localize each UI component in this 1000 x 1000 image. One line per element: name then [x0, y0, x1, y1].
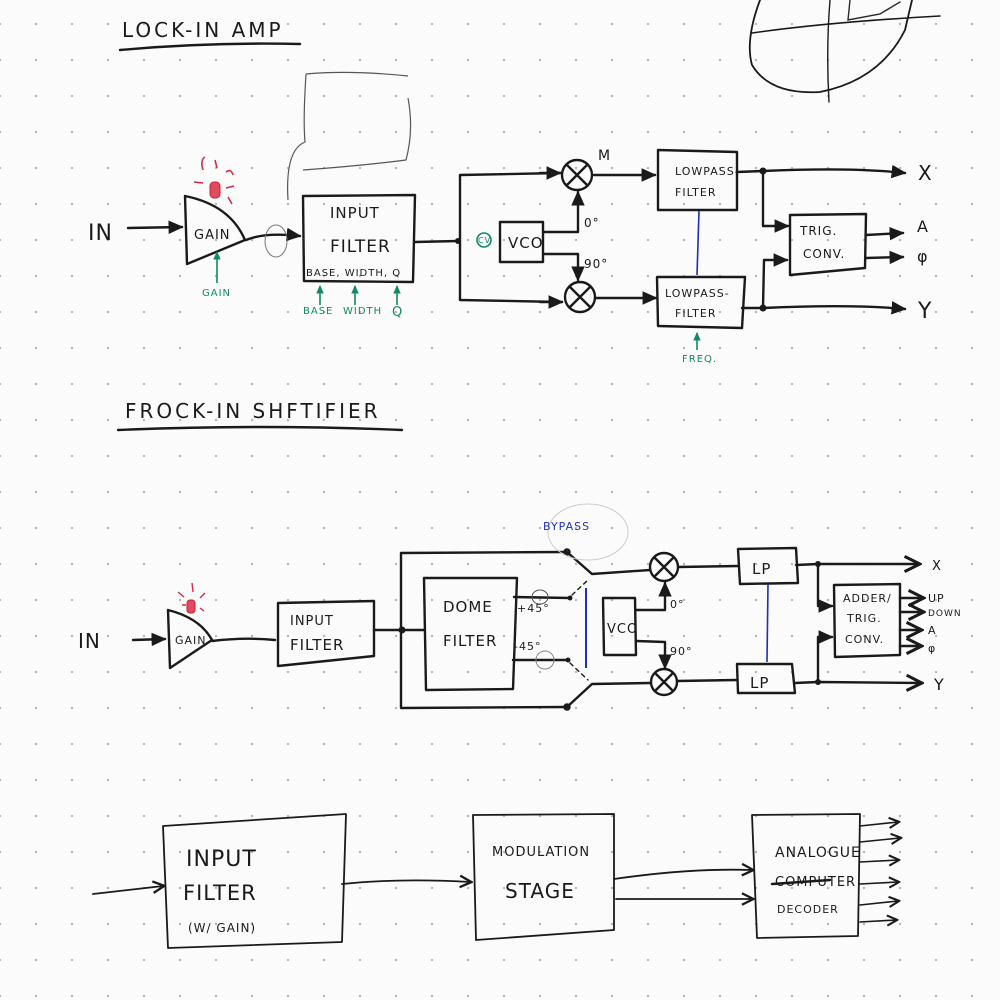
svg-text:ADDER/: ADDER/ — [843, 592, 892, 605]
input-filter-gain-block: INPUT FILTER (W/ GAIN) — [162, 813, 347, 949]
svg-text:INPUT: INPUT — [290, 614, 334, 629]
adder-trig-conv-block: ADDER/ TRIG. CONV. — [832, 582, 902, 659]
alarm-icon — [177, 582, 206, 614]
input-filter-block: INPUT FILTER — [276, 599, 376, 668]
title-underline — [118, 42, 302, 52]
filter-control-width: WIDTH — [343, 306, 382, 317]
filter-control-base: BASE — [303, 306, 333, 317]
wire-in-gain — [126, 220, 184, 234]
output-x: X — [918, 161, 933, 185]
freq-control-label: FREQ. — [682, 354, 717, 365]
phase-0-label: 0° — [584, 216, 600, 230]
svg-text:INPUT: INPUT — [330, 204, 380, 222]
phase-90-label: 90° — [584, 257, 608, 271]
output-y: Y — [933, 675, 945, 694]
lowpass-filter-top: LOWPASS- FILTER — [656, 148, 740, 212]
svg-text:LP: LP — [750, 674, 769, 692]
svg-text:GAIN: GAIN — [194, 228, 231, 243]
plus45-label: +45° — [517, 602, 550, 615]
svg-text:(W/ GAIN): (W/ GAIN) — [188, 921, 256, 935]
gain-amplifier: GAIN — [166, 608, 214, 670]
svg-text:VCO: VCO — [607, 622, 638, 637]
svg-text:MODULATION: MODULATION — [492, 845, 590, 860]
alarm-icon — [193, 156, 235, 205]
output-y: Y — [917, 299, 932, 324]
output-up: UP — [928, 592, 945, 605]
trig-conv-block: TRIG. CONV. — [788, 212, 868, 277]
section-lock-in-amp: LOCK-IN AMP IN GAIN GAIN INPUT — [88, 0, 941, 365]
svg-text:ANALOGUE: ANALOGUE — [775, 845, 861, 861]
section-frock-in-shftifier: FROCK-IN SHFTIFIER IN GAIN INPUT FILTER … — [78, 399, 962, 711]
decoder-outputs — [859, 822, 900, 922]
svg-text:INPUT: INPUT — [186, 847, 257, 872]
gain-amplifier: GAIN — [183, 194, 247, 266]
output-phi: φ — [917, 247, 929, 266]
bypass-switch-bottom[interactable] — [565, 681, 652, 709]
output-a: A — [928, 624, 937, 637]
svg-text:FILTER: FILTER — [675, 186, 717, 199]
struck-word: COMPUTER — [775, 875, 856, 890]
mixer-top-label: M — [598, 148, 611, 164]
lp-top-block: LP — [736, 546, 800, 586]
section-title: FROCK-IN SHFTIFIER — [125, 399, 381, 423]
output-x: X — [932, 559, 942, 574]
phase-0-label: 0° — [670, 598, 685, 611]
lowpass-filter-bottom: LOWPASS- FILTER — [655, 275, 747, 330]
svg-text:FILTER: FILTER — [330, 237, 391, 257]
section-title: LOCK-IN AMP — [122, 18, 284, 42]
svg-text:TRIG.: TRIG. — [846, 612, 882, 625]
svg-text:FILTER: FILTER — [675, 307, 717, 320]
mixer-bottom — [649, 667, 679, 697]
svg-text:DECODER: DECODER — [777, 903, 839, 916]
gain-control-label: GAIN — [202, 288, 231, 299]
svg-text:CONV.: CONV. — [803, 247, 845, 261]
corner-sketch — [748, 0, 941, 103]
svg-text:FILTER: FILTER — [443, 632, 497, 650]
mixer-top — [648, 551, 680, 583]
section-overview: INPUT FILTER (W/ GAIN) MODULATION STAGE … — [92, 813, 900, 949]
minus45-label: -45° — [514, 640, 541, 653]
output-down: DOWN — [928, 609, 962, 619]
svg-text:FILTER: FILTER — [290, 636, 344, 654]
filter-control-q: Q — [392, 305, 403, 320]
analogue-decoder-block: ANALOGUE COMPUTER DECODER — [751, 813, 861, 939]
phase-90-label: 90° — [670, 645, 693, 658]
mixer-top — [560, 158, 594, 192]
wire-filter-split — [413, 239, 460, 244]
svg-text:LP: LP — [752, 560, 771, 578]
mixer-bottom — [563, 280, 597, 314]
input-filter-block: INPUT FILTER BASE, WIDTH, Q — [301, 193, 417, 284]
dome-filter-block: DOME FILTER — [422, 576, 519, 692]
svg-text:DOME: DOME — [443, 598, 493, 616]
output-phi: φ — [928, 642, 936, 655]
bypass-label: BYPASS — [543, 520, 590, 533]
svg-text:LOWPASS-: LOWPASS- — [675, 165, 740, 178]
svg-text:GAIN: GAIN — [175, 634, 207, 647]
lp-bottom-block: LP — [735, 662, 797, 695]
modulation-stage-block: MODULATION STAGE — [472, 813, 615, 941]
svg-text:BASE, WIDTH, Q: BASE, WIDTH, Q — [306, 268, 401, 279]
vco-block: VCO — [601, 596, 638, 657]
bypass-switch-top[interactable] — [565, 550, 652, 576]
svg-text:CONV.: CONV. — [845, 633, 884, 646]
vco-block: VCO — [498, 220, 545, 264]
svg-text:FILTER: FILTER — [183, 881, 257, 905]
title-underline — [116, 425, 404, 432]
svg-text:STAGE: STAGE — [505, 879, 575, 903]
svg-text:LOWPASS-: LOWPASS- — [665, 287, 730, 300]
strikethrough — [770, 878, 832, 886]
wire-gain-filter — [244, 227, 302, 242]
svg-text:VCO: VCO — [508, 234, 544, 252]
svg-text:TRIG.: TRIG. — [799, 224, 837, 238]
vco-cv-label: CV — [478, 236, 491, 245]
input-label: IN — [78, 629, 101, 653]
input-label: IN — [88, 221, 113, 246]
output-a: A — [917, 217, 929, 236]
